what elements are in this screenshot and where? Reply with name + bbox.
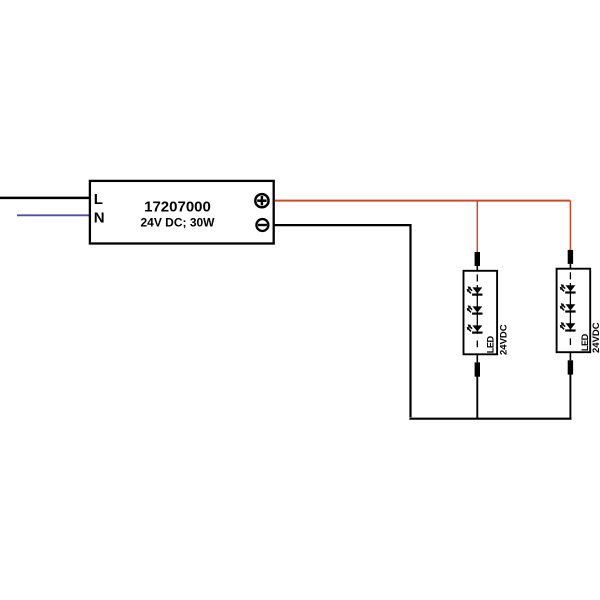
svg-text:17207000: 17207000 (144, 198, 211, 215)
svg-text:LED: LED (580, 333, 590, 351)
svg-text:LED: LED (486, 335, 496, 353)
svg-text:24V DC; 30W: 24V DC; 30W (140, 216, 215, 230)
svg-text:N: N (94, 210, 105, 227)
svg-text:24VDC: 24VDC (591, 322, 600, 353)
svg-text:L: L (94, 191, 103, 208)
svg-text:24VDC: 24VDC (498, 324, 509, 355)
